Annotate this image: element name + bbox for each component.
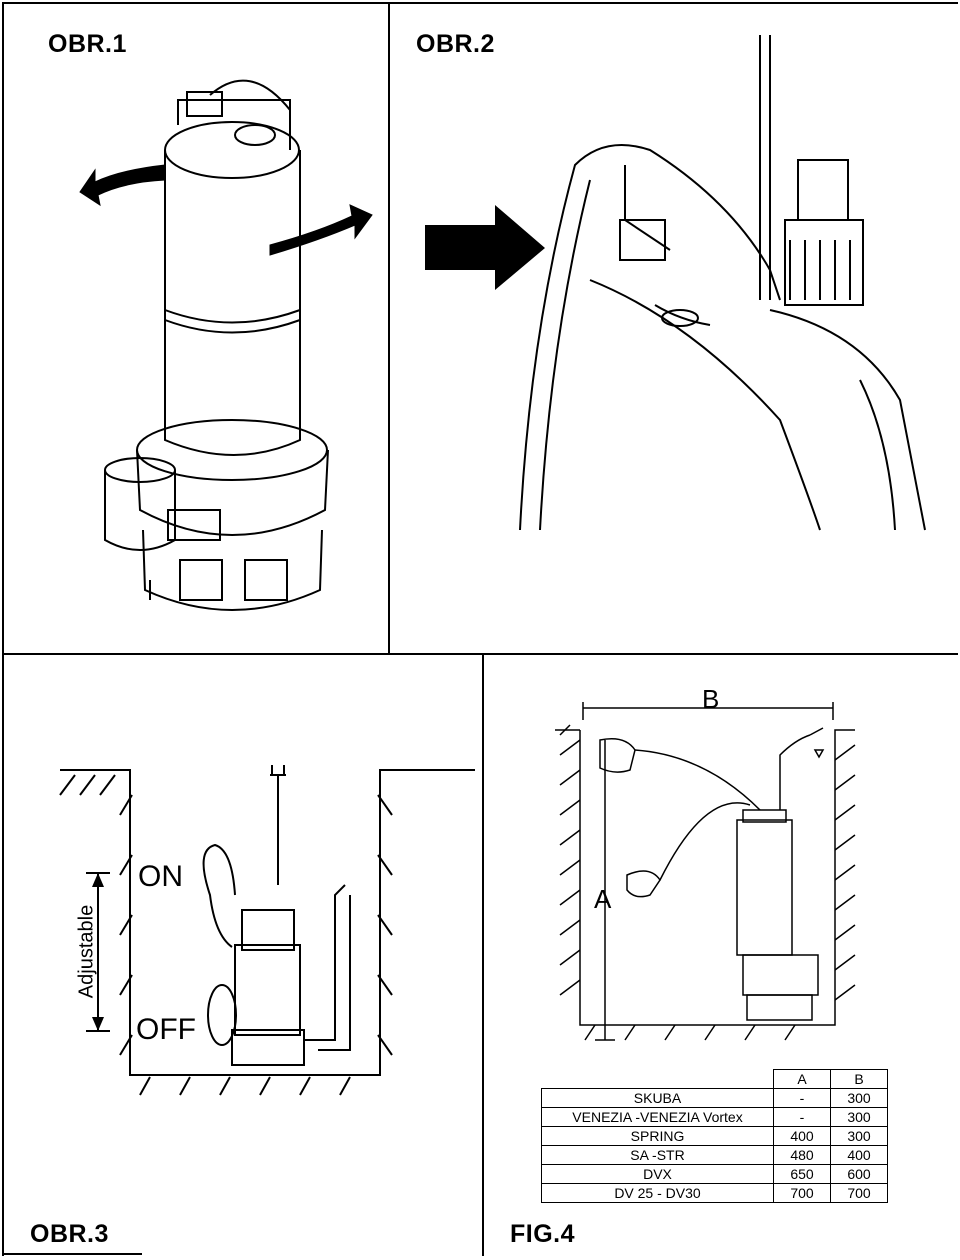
dimensions-table: A B SKUBA - 300 VENEZIA -VENEZIA Vortex … — [541, 1069, 888, 1203]
model-name: SA -STR — [541, 1145, 774, 1165]
model-name: SKUBA — [541, 1088, 774, 1108]
obr3-label: OBR.3 — [30, 1220, 109, 1248]
value-a: - — [773, 1107, 831, 1127]
value-b: 600 — [830, 1164, 888, 1184]
table-header-blank — [541, 1069, 774, 1089]
value-b: 300 — [830, 1126, 888, 1146]
model-name: DV 25 - DV30 — [541, 1183, 774, 1203]
obr3-off-label: OFF — [136, 1013, 196, 1046]
obr2-label: OBR.2 — [416, 30, 495, 58]
obr3-adjustable-label: Adjustable — [75, 904, 98, 999]
obr1-label: OBR.1 — [48, 30, 127, 58]
model-name: DVX — [541, 1164, 774, 1184]
value-b: 400 — [830, 1145, 888, 1165]
value-b: 300 — [830, 1107, 888, 1127]
table-header-row: A B — [541, 1069, 888, 1089]
obr1-pump-illustration — [79, 79, 373, 611]
fig4-sump-illustration — [555, 702, 856, 1041]
divider-horizontal — [2, 653, 958, 655]
value-b: 700 — [830, 1183, 888, 1203]
table-row: SPRING 400 300 — [541, 1126, 888, 1146]
border-left — [2, 2, 4, 1256]
fig4-label: FIG.4 — [510, 1220, 576, 1248]
table-row: SKUBA - 300 — [541, 1088, 888, 1108]
table-header-a: A — [773, 1069, 831, 1089]
table-row: DV 25 - DV30 700 700 — [541, 1183, 888, 1203]
border-top — [2, 2, 958, 4]
value-a: 700 — [773, 1183, 831, 1203]
border-bottom — [2, 1253, 142, 1255]
value-a: 400 — [773, 1126, 831, 1146]
obr3-sump-illustration — [59, 765, 475, 1096]
divider-top-vertical — [388, 2, 390, 654]
divider-bottom-vertical — [482, 654, 484, 1256]
value-a: 480 — [773, 1145, 831, 1165]
table-header-b: B — [830, 1069, 888, 1089]
table-row: DVX 650 600 — [541, 1164, 888, 1184]
value-a: 650 — [773, 1164, 831, 1184]
obr2-handle-illustration — [425, 35, 926, 531]
fig4-dim-a-label: A — [594, 884, 612, 914]
fig4-dim-b-label: B — [702, 684, 720, 714]
model-name: VENEZIA -VENEZIA Vortex — [541, 1107, 774, 1127]
model-name: SPRING — [541, 1126, 774, 1146]
value-a: - — [773, 1088, 831, 1108]
table-row: SA -STR 480 400 — [541, 1145, 888, 1165]
obr3-on-label: ON — [138, 860, 183, 893]
table-row: VENEZIA -VENEZIA Vortex - 300 — [541, 1107, 888, 1127]
value-b: 300 — [830, 1088, 888, 1108]
